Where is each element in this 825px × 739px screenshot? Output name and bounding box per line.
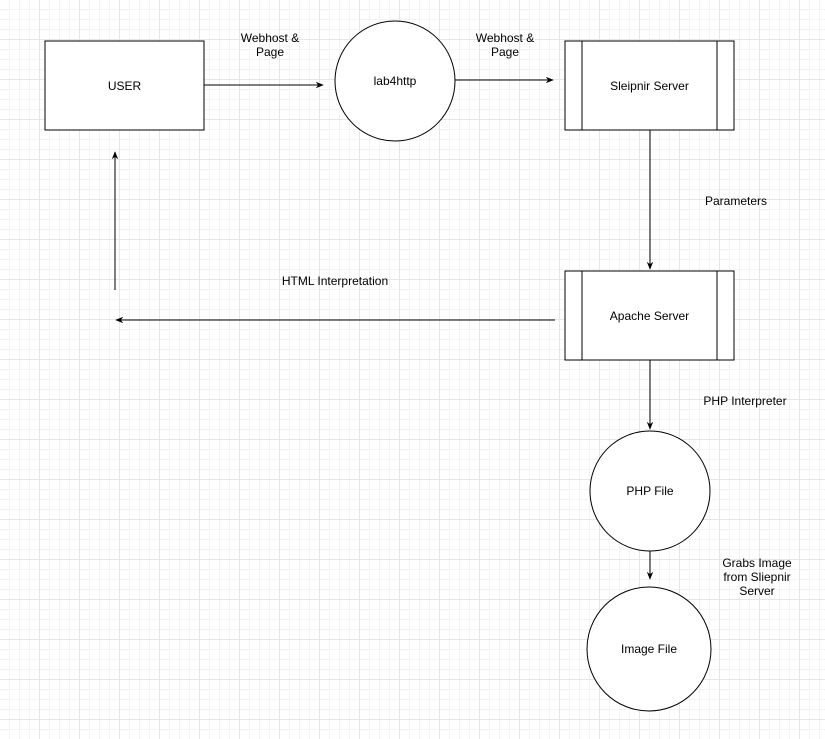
edge-label-php-interpreter: PHP Interpreter [703, 394, 787, 408]
lab4http-label: lab4http [373, 74, 417, 88]
sleipnir-server-label: Sleipnir Server [610, 78, 689, 93]
user-box[interactable] [44, 40, 205, 131]
edge-label-parameters: Parameters [704, 194, 768, 208]
apache-server-label: Apache Server [609, 308, 690, 323]
edge-label-user-to-lab4http: Webhost & Page [240, 31, 300, 59]
user-label: USER [107, 78, 142, 93]
edge-label-html-interpretation: HTML Interpretation [281, 274, 389, 288]
sleipnir-server-box[interactable] [564, 40, 735, 131]
image-file-circle[interactable] [586, 586, 712, 712]
edge-label-lab4http-to-sleipnir: Webhost & Page [475, 31, 535, 59]
apache-server-box[interactable] [564, 270, 735, 361]
php-file-label: PHP File [626, 484, 674, 498]
image-file-label: Image File [620, 642, 678, 656]
edge-label-grabs-image: Grabs Image from Sliepnir Server [722, 556, 792, 598]
lab4http-circle[interactable] [334, 20, 456, 142]
